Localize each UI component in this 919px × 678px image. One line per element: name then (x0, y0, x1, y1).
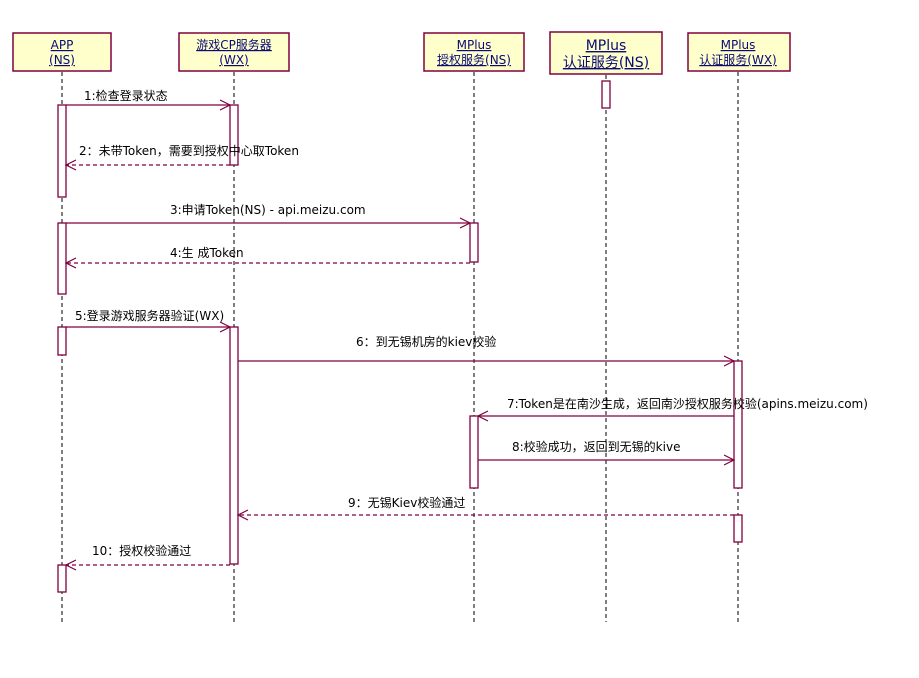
activation-cert-ns-1 (601, 80, 611, 109)
activation-cp-2 (229, 326, 239, 565)
activation-app-4 (57, 564, 67, 593)
message-8-label: 8:校验成功，返回到无锡的kive (512, 439, 680, 454)
actor-cp-server[interactable]: 游戏CP服务器 (WX) (178, 32, 290, 72)
actor-cp-name: 游戏CP服务器 (196, 37, 272, 52)
message-9[interactable]: 9：无锡Kiev校验通过 (236, 495, 734, 521)
activation-app-3 (57, 326, 67, 356)
activation-app-2 (57, 222, 67, 295)
message-6[interactable]: 6：到无锡机房的kiev校验 (238, 334, 736, 367)
actor-cert-wx[interactable]: MPlus 认证服务(WX) (687, 32, 791, 72)
message-3[interactable]: 3:申请Token(NS) - api.meizu.com (66, 203, 472, 229)
activation-auth-ns-1 (469, 222, 479, 263)
actor-cert-wx-name: MPlus (721, 38, 756, 52)
actor-app[interactable]: APP (NS) (12, 32, 112, 72)
message-4-label: 4:生 成Token (170, 246, 244, 260)
message-3-label: 3:申请Token(NS) - api.meizu.com (170, 203, 366, 217)
activation-cert-wx-1 (733, 360, 743, 489)
message-6-label: 6：到无锡机房的kiev校验 (356, 334, 496, 349)
message-5[interactable]: 5:登录游戏服务器验证(WX) (66, 308, 232, 333)
message-9-label: 9：无锡Kiev校验通过 (348, 495, 465, 510)
actor-cert-wx-site: 认证服务(WX) (699, 52, 776, 67)
message-8[interactable]: 8:校验成功，返回到无锡的kive (478, 439, 736, 466)
message-2[interactable]: 2：未带Token，需要到授权中心取Token (64, 143, 299, 171)
actor-cert-ns[interactable]: MPlus 认证服务(NS) (549, 31, 663, 75)
message-1-label: 1:检查登录状态 (84, 88, 168, 103)
message-10-label: 10：授权校验通过 (92, 543, 191, 558)
actor-app-name: APP (51, 38, 74, 52)
message-10[interactable]: 10：授权校验通过 (64, 543, 230, 571)
actor-app-site: (NS) (49, 53, 75, 67)
message-7[interactable]: 7:Token是在南沙生成，返回南沙授权服务校验(apins.meizu.com… (476, 396, 868, 422)
actor-cp-site: (WX) (219, 53, 248, 67)
activation-cp-1 (229, 104, 239, 166)
message-4[interactable]: 4:生 成Token (64, 246, 470, 269)
actor-cert-ns-site: 认证服务(NS) (563, 55, 649, 71)
actor-auth-ns-name: MPlus (457, 38, 492, 52)
activation-auth-ns-2 (469, 415, 479, 489)
message-5-label: 5:登录游戏服务器验证(WX) (75, 308, 224, 323)
actor-cert-ns-name: MPlus (586, 38, 627, 54)
activation-app-1 (57, 104, 67, 198)
actor-auth-ns-site: 授权服务(NS) (437, 52, 511, 67)
activations (57, 80, 743, 593)
message-2-label: 2：未带Token，需要到授权中心取Token (79, 143, 299, 158)
message-7-label: 7:Token是在南沙生成，返回南沙授权服务校验(apins.meizu.com… (507, 396, 868, 411)
actor-auth-ns[interactable]: MPlus 授权服务(NS) (423, 32, 525, 72)
message-1[interactable]: 1:检查登录状态 (66, 88, 232, 111)
activation-cert-wx-2 (733, 514, 743, 543)
